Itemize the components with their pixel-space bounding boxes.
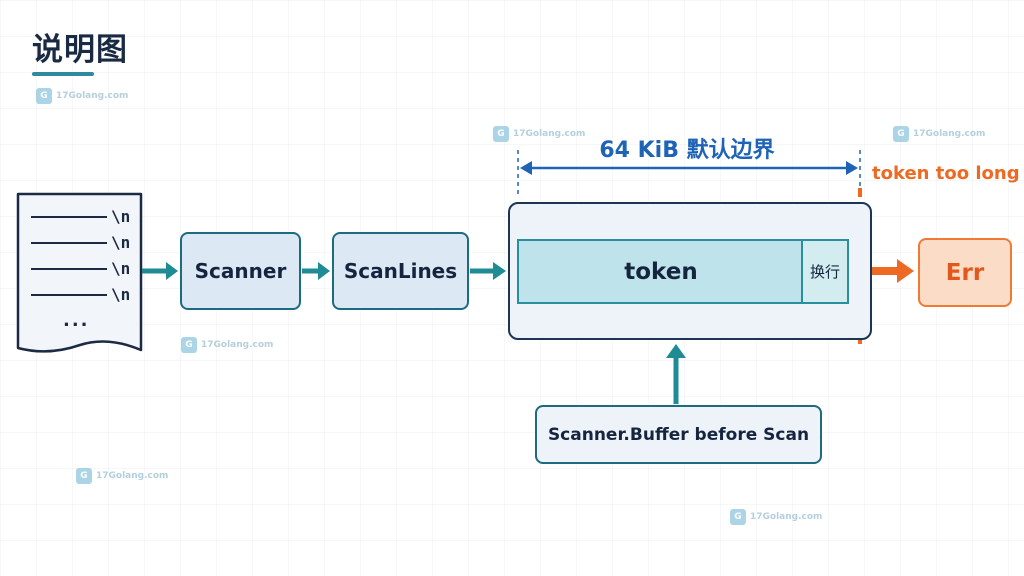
document-line: \n [31, 259, 130, 278]
watermark: G 17Golang.com [493, 126, 585, 142]
arrow-note-to-buffer-head [666, 344, 686, 358]
arrow-scanlines-to-buffer-head [493, 262, 506, 280]
watermark: G 17Golang.com [730, 509, 822, 525]
watermark-text: 17Golang.com [913, 129, 986, 139]
document-line: \n [31, 207, 130, 226]
document-line-dash [31, 215, 107, 218]
document-line-dash [31, 293, 107, 296]
watermark-logo-icon: G [893, 126, 909, 142]
watermark-text: 17Golang.com [750, 512, 823, 522]
err-node: Err [918, 238, 1012, 307]
newline-escape: \n [111, 285, 131, 304]
boundary-label: 64 KiB 默认边界 [599, 138, 775, 163]
token-segment: token [517, 239, 803, 304]
document-line-dash [31, 267, 107, 270]
newline-escape: \n [111, 259, 131, 278]
arrow-buffer-to-err-head [897, 259, 914, 283]
scanner-node: Scanner [180, 232, 301, 310]
watermark-logo-icon: G [76, 468, 92, 484]
watermark-logo-icon: G [730, 509, 746, 525]
arrow-scanner-to-scanlines-head [318, 262, 330, 280]
title-underline [32, 72, 94, 76]
document-line-dash [31, 241, 107, 244]
newline-escape: \n [111, 233, 131, 252]
watermark-logo-icon: G [493, 126, 509, 142]
watermark-logo-icon: G [181, 337, 197, 353]
watermark: G 17Golang.com [36, 88, 128, 104]
watermark-text: 17Golang.com [56, 91, 129, 101]
document-page-icon [16, 192, 143, 353]
boundary-arrow-left [520, 161, 532, 175]
watermark-text: 17Golang.com [96, 471, 169, 481]
arrow-doc-to-scanner-head [166, 262, 178, 280]
document-line: \n [31, 233, 130, 252]
document-ellipsis: ... [63, 310, 90, 331]
document-line: \n [31, 285, 130, 304]
buffer-note-node: Scanner.Buffer before Scan [535, 405, 822, 464]
newline-escape: \n [111, 207, 131, 226]
page-title: 说明图 [32, 32, 128, 68]
watermark-logo-icon: G [36, 88, 52, 104]
error-label: token too long [872, 163, 1020, 184]
watermark-text: 17Golang.com [513, 129, 586, 139]
scanlines-node: ScanLines [332, 232, 469, 310]
watermark: G 17Golang.com [76, 468, 168, 484]
watermark: G 17Golang.com [181, 337, 273, 353]
boundary-arrow-right [846, 161, 858, 175]
watermark: G 17Golang.com [893, 126, 985, 142]
newline-segment: 换行 [801, 239, 849, 304]
watermark-text: 17Golang.com [201, 340, 274, 350]
